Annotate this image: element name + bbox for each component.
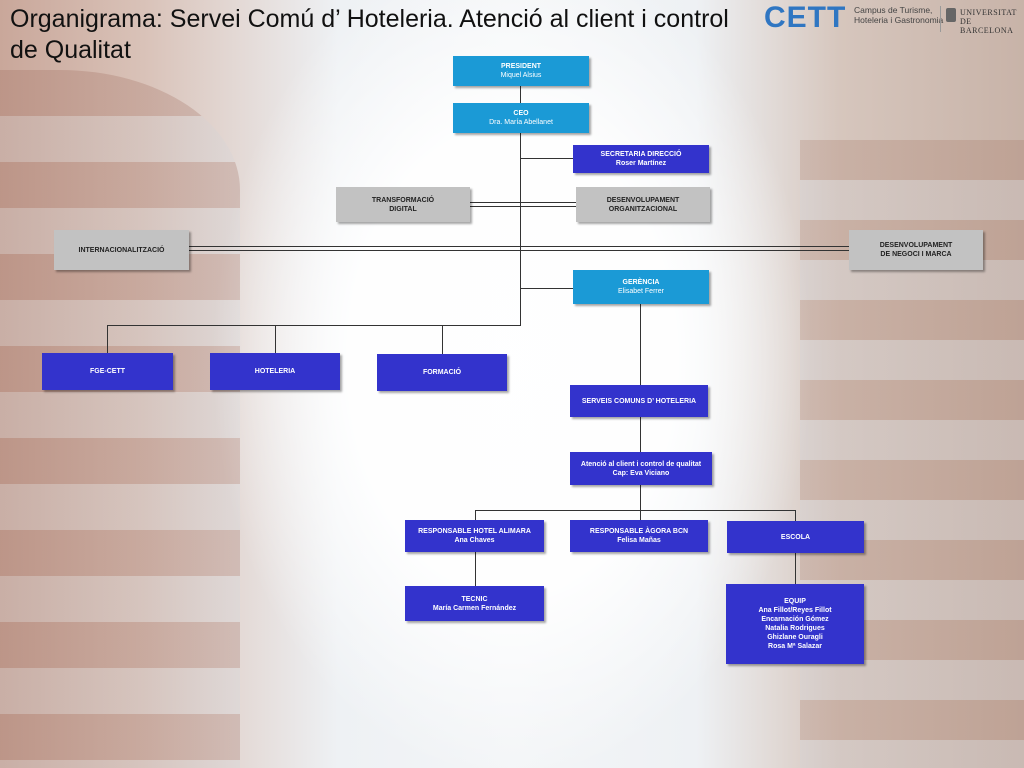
node-president: PRESIDENT Miquel Alsius	[453, 56, 589, 86]
connector	[470, 206, 576, 207]
campus-logo-text: Campus de Turisme, Hoteleria i Gastronom…	[854, 5, 944, 25]
node-hoteleria: HOTELERIA	[210, 353, 340, 390]
node-responsable-alimara: RESPONSABLE HOTEL ALIMARA Ana Chaves	[405, 520, 544, 552]
node-formacio: FORMACIÓ	[377, 354, 507, 391]
node-desenvolupament-organitzacional: DESENVOLUPAMENT ORGANITZACIONAL	[576, 187, 710, 222]
connector	[520, 133, 521, 325]
connector	[107, 325, 108, 353]
node-atencio-client: Atenció al client i control de qualitat …	[570, 452, 712, 485]
node-atencio-name: Cap: Eva Viciano	[612, 469, 670, 477]
node-gerencia-name: Elisabet Ferrer	[618, 288, 664, 295]
connector	[640, 510, 641, 520]
node-equip-members: Ana Fillot/Reyes Fillot Encarnación Góme…	[758, 607, 832, 650]
ub-logo-text: UNIVERSITAT DE BARCELONA	[960, 8, 1017, 35]
slide-title: Organigrama: Servei Comú d’ Hoteleria. A…	[10, 5, 729, 64]
node-escola-label: ESCOLA	[780, 533, 811, 541]
connector	[470, 202, 576, 203]
node-fge-cett: FGE-CETT	[42, 353, 173, 390]
node-desenvolupament-negoci-label: DESENVOLUPAMENT DE NEGOCI I MARCA	[879, 242, 953, 258]
node-ceo-label: CEO	[513, 110, 529, 117]
connector	[640, 304, 641, 385]
node-transformacio-label: TRANSFORMACIÓ DIGITAL	[371, 196, 435, 213]
connector	[520, 86, 521, 103]
node-president-name: Miquel Alsius	[500, 72, 542, 79]
connector	[475, 510, 796, 511]
cett-logo-text: CETT	[764, 1, 847, 34]
connector	[275, 325, 276, 353]
node-internacionalitzacio-label: INTERNACIONALITZACIÓ	[78, 246, 165, 254]
node-desenvolupament-org-label: DESENVOLUPAMENT ORGANITZACIONAL	[606, 196, 680, 213]
connector	[189, 246, 849, 247]
node-equip: EQUIP Ana Fillot/Reyes Fillot Encarnació…	[726, 584, 864, 664]
node-tecnic-label: TECNIC	[461, 595, 488, 603]
connector	[189, 250, 849, 251]
node-ceo: CEO Dra. María Abellanet	[453, 103, 589, 133]
node-formacio-label: FORMACIÓ	[422, 369, 462, 376]
node-responsable-agora: RESPONSABLE ÀGORA BCN Felisa Mañas	[570, 520, 708, 552]
ub-shield-icon	[946, 8, 956, 22]
node-atencio-label: Atenció al client i control de qualitat	[580, 460, 702, 468]
node-gerencia: GERÈNCIA Elisabet Ferrer	[573, 270, 709, 304]
node-serveis-comuns: SERVEIS COMUNS D’ HOTELERIA	[570, 385, 708, 417]
node-secretaria: SECRETARIA DIRECCIÓ Roser Martínez	[573, 145, 709, 173]
node-alimara-name: Ana Chaves	[454, 537, 495, 544]
logo-divider	[940, 6, 941, 32]
node-transformacio: TRANSFORMACIÓ DIGITAL	[336, 187, 470, 222]
node-tecnic-name: María Carmen Fernández	[432, 604, 517, 612]
node-agora-name: Felisa Mañas	[617, 537, 661, 544]
cett-ub-logo: CETT Campus de Turisme, Hoteleria i Gast…	[762, 1, 1022, 36]
connector	[795, 510, 796, 521]
node-agora-label: RESPONSABLE ÀGORA BCN	[589, 528, 689, 535]
node-secretaria-name: Roser Martínez	[615, 160, 667, 167]
connector	[107, 325, 521, 326]
node-fge-label: FGE-CETT	[90, 368, 125, 375]
connector	[475, 552, 476, 586]
node-tecnic: TECNIC María Carmen Fernández	[405, 586, 544, 621]
connector	[795, 553, 796, 584]
connector	[520, 158, 573, 159]
node-secretaria-label: SECRETARIA DIRECCIÓ	[600, 151, 682, 158]
node-alimara-label: RESPONSABLE HOTEL ALIMARA	[418, 528, 531, 535]
node-escola: ESCOLA	[727, 521, 864, 553]
connector	[442, 325, 443, 354]
node-gerencia-label: GERÈNCIA	[622, 279, 660, 286]
node-desenvolupament-negoci: DESENVOLUPAMENT DE NEGOCI I MARCA	[849, 230, 983, 270]
connector	[520, 288, 573, 289]
node-serveis-label: SERVEIS COMUNS D’ HOTELERIA	[581, 397, 697, 405]
node-internacionalitzacio: INTERNACIONALITZACIÓ	[54, 230, 189, 270]
node-equip-label: EQUIP	[784, 598, 806, 605]
building-left-photo	[0, 70, 240, 768]
node-hoteleria-label: HOTELERIA	[254, 368, 296, 375]
connector	[640, 417, 641, 452]
connector	[475, 510, 476, 520]
connector	[640, 485, 641, 510]
node-president-label: PRESIDENT	[500, 63, 542, 70]
node-ceo-name: Dra. María Abellanet	[489, 119, 553, 126]
